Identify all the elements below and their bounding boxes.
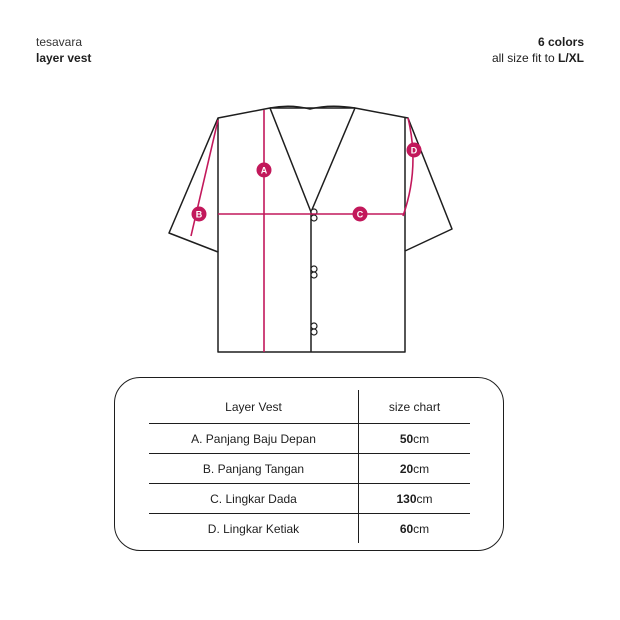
measure-lines <box>190 110 414 352</box>
row-value: 130cm <box>358 483 470 514</box>
marker-a: A <box>256 162 272 178</box>
row-value-unit: cm <box>413 521 430 536</box>
product-name: layer vest <box>36 51 92 65</box>
table-row: A. Panjang Baju Depan 50cm <box>149 423 470 454</box>
collar-back <box>269 105 356 110</box>
marker-d: D <box>406 142 422 158</box>
row-value-number: 20 <box>399 461 414 476</box>
row-label: B. Panjang Tangan <box>149 453 359 484</box>
row-value-number: 130 <box>396 491 417 506</box>
row-value: 50cm <box>358 423 470 454</box>
marker-a-label: A <box>261 166 268 176</box>
marker-d-label: D <box>411 146 418 156</box>
table-header: Layer Vest size chart <box>149 390 470 424</box>
row-label: D. Lingkar Ketiak <box>149 513 359 543</box>
buttons <box>310 208 318 336</box>
vest-outline <box>168 105 453 353</box>
fit-note: all size fit to L/XL <box>492 50 584 66</box>
button <box>310 214 318 222</box>
size-chart-panel: Layer Vest size chart A. Panjang Baju De… <box>114 377 504 551</box>
brand-name: tesavara <box>36 35 83 49</box>
marker-b: B <box>191 206 207 222</box>
row-value-unit: cm <box>413 431 430 446</box>
row-value: 60cm <box>358 513 470 543</box>
button <box>310 271 318 279</box>
brand-block: tesavara layer vest <box>36 34 91 66</box>
color-count: 6 colors <box>537 35 584 49</box>
column-header-size: size chart <box>358 390 470 424</box>
size-chart-table: Layer Vest size chart A. Panjang Baju De… <box>149 390 470 543</box>
row-value: 20cm <box>358 453 470 484</box>
marker-c: C <box>352 206 368 222</box>
table-row: D. Lingkar Ketiak 60cm <box>149 513 470 543</box>
row-label: A. Panjang Baju Depan <box>149 423 359 454</box>
button <box>310 265 318 273</box>
marker-b-label: B <box>196 210 203 220</box>
table-row: B. Panjang Tangan 20cm <box>149 453 470 484</box>
v-neck <box>269 107 356 213</box>
fit-prefix: all size fit to <box>491 51 558 65</box>
table-row: C. Lingkar Dada 130cm <box>149 483 470 514</box>
row-value-number: 60 <box>399 521 414 536</box>
garment-diagram: A B C D <box>168 105 453 353</box>
fit-size: L/XL <box>558 51 584 65</box>
row-value-unit: cm <box>416 491 433 506</box>
column-header-item: Layer Vest <box>225 399 282 414</box>
button <box>310 322 318 330</box>
row-value-number: 50 <box>399 431 414 446</box>
marker-c-label: C <box>357 210 364 220</box>
meta-block: 6 colors all size fit to L/XL <box>492 34 584 66</box>
button <box>310 328 318 336</box>
row-label: C. Lingkar Dada <box>149 483 359 514</box>
row-value-unit: cm <box>413 461 430 476</box>
measure-line-d <box>402 117 414 217</box>
